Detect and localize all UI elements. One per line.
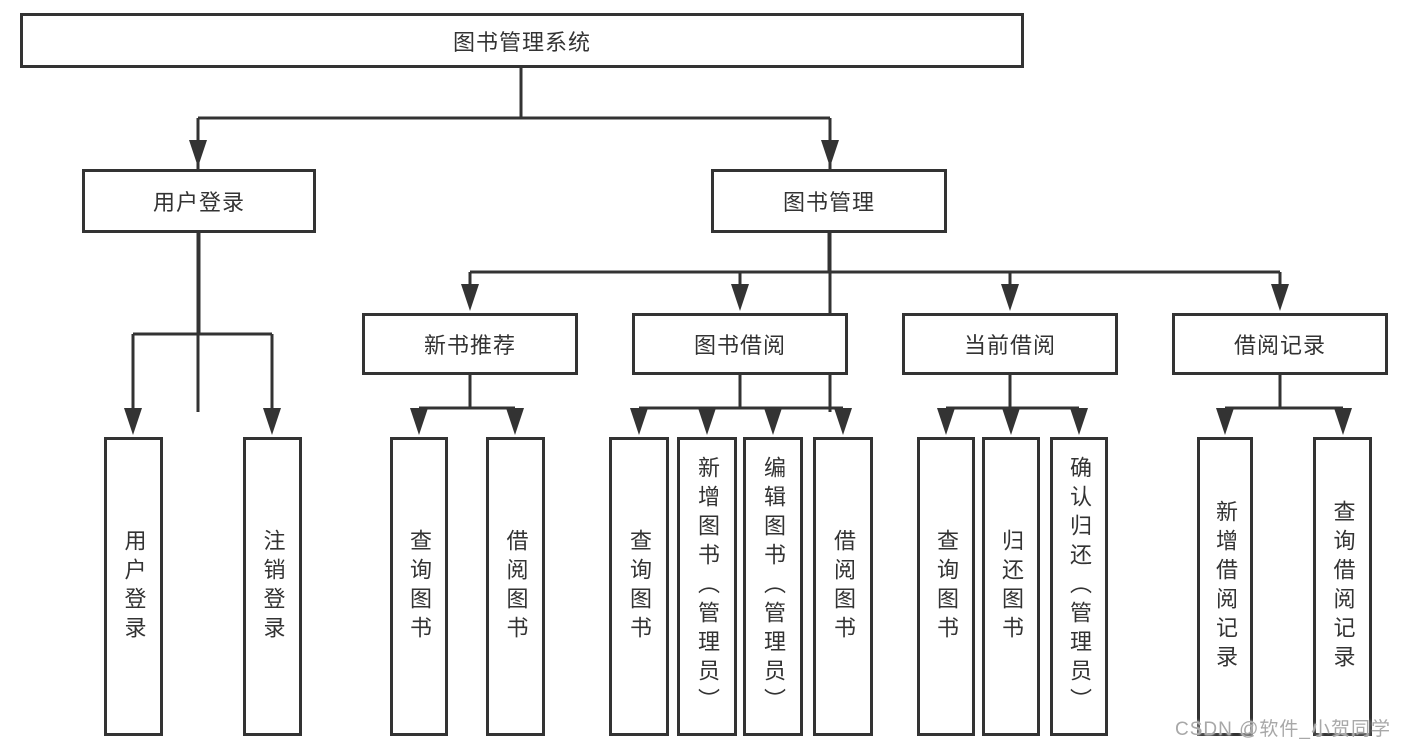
leaf-add-borrow-record-label: 新增借阅记录	[1213, 499, 1238, 674]
leaf-query-books-current: 查询图书	[917, 437, 975, 736]
leaf-add-borrow-record: 新增借阅记录	[1197, 437, 1253, 736]
leaf-logout-login: 注销登录	[243, 437, 302, 736]
leaf-borrow-books-recommend-label: 借阅图书	[503, 528, 529, 645]
leaf-return-books-label: 归还图书	[999, 528, 1024, 645]
node-book-borrowing: 图书借阅	[632, 313, 848, 375]
leaf-query-borrow-record-label: 查询借阅记录	[1330, 499, 1356, 674]
leaf-confirm-return-admin: 确认归还（管理员）	[1050, 437, 1108, 736]
leaf-return-books: 归还图书	[982, 437, 1040, 736]
node-borrowing-records: 借阅记录	[1172, 313, 1388, 375]
leaf-query-books-current-label: 查询图书	[934, 528, 959, 645]
node-borrowing-records-label: 借阅记录	[1233, 333, 1326, 358]
leaf-borrow-books-borrowing-label: 借阅图书	[831, 528, 856, 645]
leaf-query-books-borrowing-label: 查询图书	[627, 528, 652, 645]
leaf-user-login-label: 用户登录	[121, 528, 147, 645]
csdn-watermark: CSDN @软件_小贺同学	[1175, 719, 1391, 740]
node-book-borrowing-label: 图书借阅	[693, 333, 786, 358]
leaf-logout-login-label: 注销登录	[260, 528, 286, 645]
node-book-management: 图书管理	[711, 169, 947, 233]
leaf-borrow-books-borrowing: 借阅图书	[813, 437, 873, 736]
leaf-confirm-return-admin-label: 确认归还（管理员）	[1067, 456, 1092, 717]
node-new-book-recommend-label: 新书推荐	[423, 333, 516, 358]
node-user-login: 用户登录	[82, 169, 316, 233]
leaf-borrow-books-recommend: 借阅图书	[486, 437, 545, 736]
node-current-borrowing-label: 当前借阅	[963, 333, 1056, 358]
node-library-system: 图书管理系统	[20, 13, 1024, 68]
node-book-management-label: 图书管理	[782, 190, 875, 215]
node-user-login-label: 用户登录	[152, 190, 245, 215]
leaf-user-login: 用户登录	[104, 437, 163, 736]
leaf-add-book-admin-label: 新增图书（管理员）	[695, 456, 720, 717]
leaf-edit-book-admin: 编辑图书（管理员）	[743, 437, 803, 736]
leaf-query-borrow-record: 查询借阅记录	[1313, 437, 1372, 736]
node-new-book-recommend: 新书推荐	[362, 313, 578, 375]
leaf-query-books-recommend: 查询图书	[390, 437, 448, 736]
node-library-system-label: 图书管理系统	[452, 29, 591, 55]
node-current-borrowing: 当前借阅	[902, 313, 1118, 375]
leaf-edit-book-admin-label: 编辑图书（管理员）	[761, 456, 786, 717]
leaf-query-books-recommend-label: 查询图书	[407, 528, 432, 645]
leaf-add-book-admin: 新增图书（管理员）	[677, 437, 737, 736]
leaf-query-books-borrowing: 查询图书	[609, 437, 669, 736]
